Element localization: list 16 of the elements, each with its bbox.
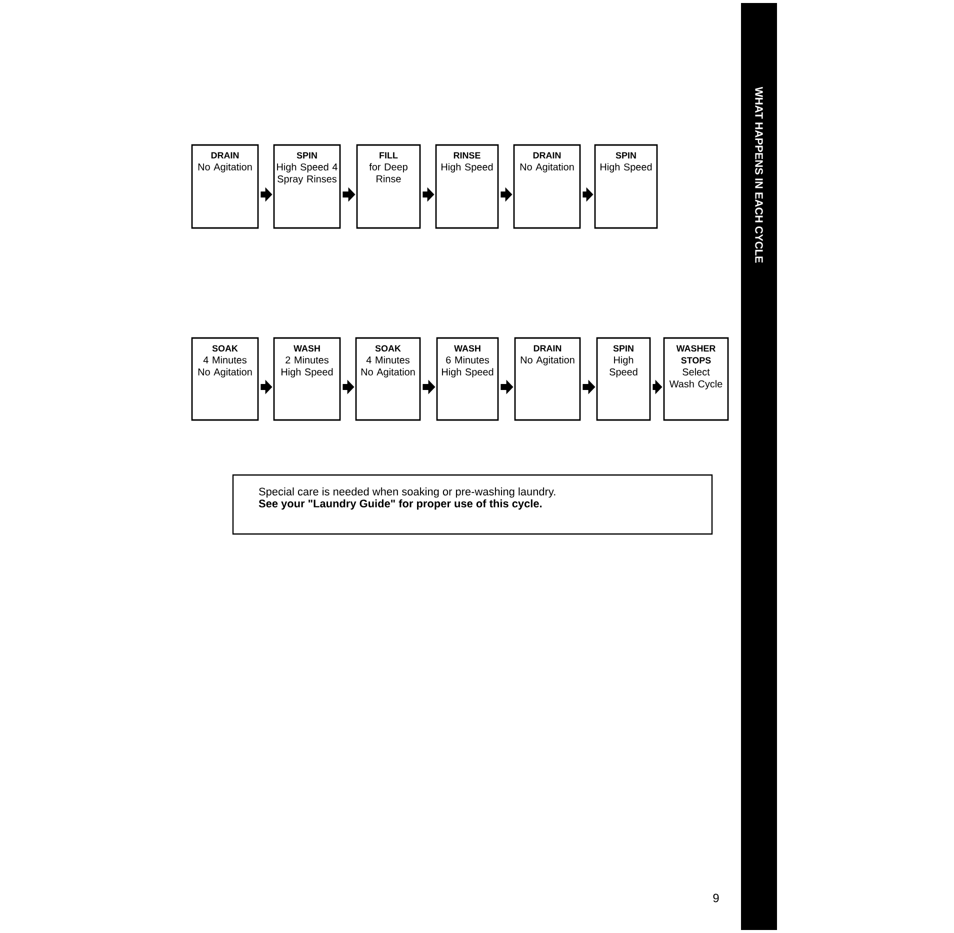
step-box: WASHER STOPS Select Wash Cycle xyxy=(663,337,729,421)
page-number: 9 xyxy=(713,894,719,902)
step-box: SPIN High Speed xyxy=(596,337,651,421)
step-box: DRAIN No Agitation xyxy=(514,337,581,421)
step-box: WASH 6 Minutes High Speed xyxy=(436,337,499,421)
step-box: SPIN High Speed xyxy=(594,144,658,229)
step-box: DRAIN No Agitation xyxy=(191,144,259,229)
note-box: Special care is needed when soaking or pre-washing laundry. See your "Laundry Guide" for proper use of this cycle. xyxy=(232,474,713,535)
step-box: DRAIN No Agitation xyxy=(513,144,581,229)
step-box: SOAK 4 Minutes No Agitation xyxy=(355,337,421,421)
step-box: RINSE High Speed xyxy=(435,144,499,229)
step-box: SPIN High Speed 4 Spray Rinses xyxy=(273,144,341,229)
step-box: WASH 2 Minutes High Speed xyxy=(273,337,341,421)
step-box: FILL for Deep Rinse xyxy=(356,144,421,229)
section-title: WHAT HAPPENS IN EACH CYCLE xyxy=(755,86,763,263)
step-box: SOAK 4 Minutes No Agitation xyxy=(191,337,259,421)
